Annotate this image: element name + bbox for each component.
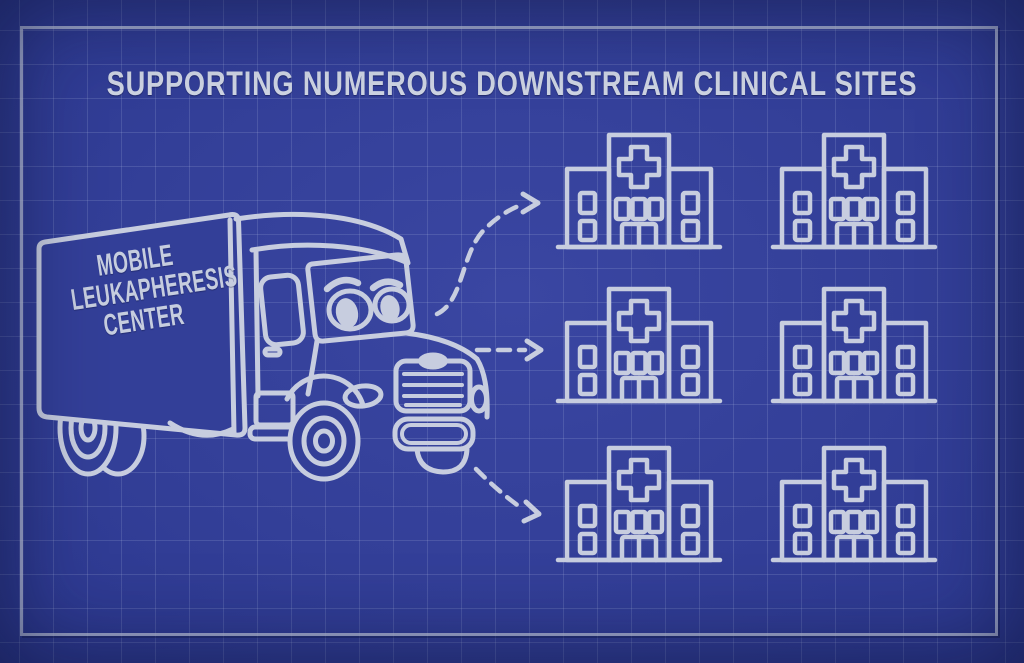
truck-face-eyes (323, 276, 412, 332)
truck-headlight (469, 384, 489, 414)
clinical-site-6 (769, 440, 939, 564)
truck-box-front-edge (227, 217, 237, 436)
truck-door-window (258, 272, 306, 348)
truck-cab-rear-edge (253, 248, 261, 399)
hospital-building-icon (554, 440, 724, 564)
truck-underbody-skirt (167, 420, 236, 438)
truck-icon (36, 211, 490, 482)
truck-bumper (392, 416, 476, 475)
clinical-site-3 (554, 281, 724, 405)
page-title: SUPPORTING NUMEROUS DOWNSTREAM CLINICAL … (106, 65, 918, 103)
hospital-building-icon (554, 127, 724, 251)
arrow-bottom-icon (473, 466, 542, 524)
clinical-site-1 (554, 127, 724, 251)
truck-grille (393, 352, 473, 414)
truck-door-handle (262, 346, 283, 358)
arrow-middle-icon (474, 338, 544, 362)
clinical-site-5 (554, 440, 724, 564)
clinical-site-4 (769, 281, 939, 405)
truck-wheel-arch (284, 373, 366, 408)
truck-front-edge (474, 356, 490, 420)
hospital-building-icon (769, 127, 939, 251)
arrow-top-icon (434, 191, 541, 317)
hospital-building-icon (769, 281, 939, 405)
truck-hood-line (403, 330, 480, 362)
blueprint-frame-border (20, 26, 998, 636)
truck-front-wheel (287, 400, 361, 482)
truck-door-front-edge (305, 338, 320, 397)
hospital-building-icon (554, 281, 724, 405)
clinical-site-2 (769, 127, 939, 251)
hospital-building-icon (769, 440, 939, 564)
